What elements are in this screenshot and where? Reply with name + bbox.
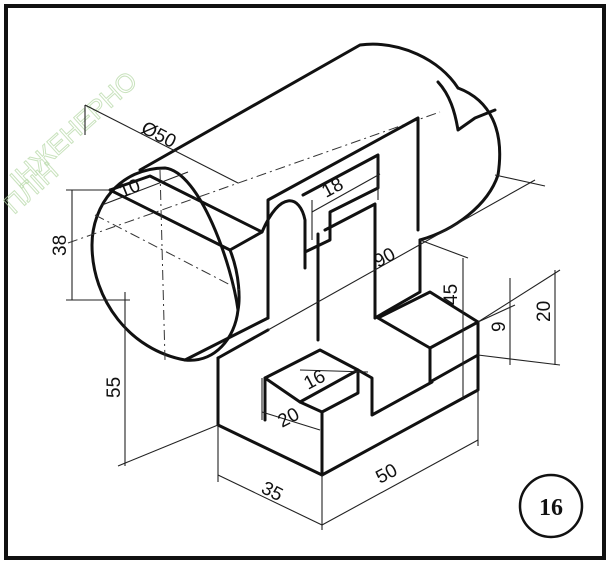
cylinder-slot-edge (228, 248, 241, 312)
dim-d50: Ø50 (138, 118, 180, 153)
base-block (216, 290, 480, 477)
dim-line-d16 (299, 369, 369, 373)
dim-d35: 35 (258, 478, 286, 506)
sheet-frame (4, 4, 606, 560)
dim-line-d20-bottom (261, 411, 321, 431)
dim-line-d90 (267, 179, 536, 331)
sheet-number: 16 (539, 495, 563, 521)
dim-line-d50 (84, 104, 239, 184)
cylinder-axis (67, 111, 441, 244)
base-right-step (428, 346, 480, 384)
upright-wall (266, 116, 422, 342)
cylinder-bottom-silhouette (183, 316, 270, 362)
dim-d18: 18 (318, 174, 347, 202)
dim-d20-bottom: 20 (274, 404, 303, 432)
cylinder-back-slot (436, 80, 497, 132)
base-left-front (298, 400, 324, 477)
cylinder-centerline-v (159, 169, 166, 361)
dim-d38: 38 (50, 235, 71, 256)
dim-d20-right: 20 (534, 301, 555, 322)
dimension-labels: Ø50 10 38 55 18 90 45 9 20 16 20 35 50 (50, 118, 555, 506)
dim-d45: 45 (441, 284, 462, 305)
dim-line-d10 (101, 171, 189, 206)
cylinder-centerline-h (94, 214, 241, 291)
dim-line-d50-bottom (321, 439, 479, 526)
dim-line-d18 (311, 173, 381, 213)
dim-line-d35 (217, 474, 323, 526)
base-back-edge (216, 328, 270, 360)
wall-slot-back (323, 202, 377, 320)
cylinder-front-face (90, 166, 240, 362)
cylinder-top-silhouette (138, 42, 460, 172)
wall-top-notch (301, 153, 380, 254)
cylinder-right-end (418, 86, 502, 242)
dim-d55: 55 (104, 377, 125, 398)
base-groove (320, 368, 434, 417)
dim-d9: 9 (489, 321, 510, 332)
sheet-number-badge: 16 (518, 473, 584, 539)
dimension-lines (66, 104, 561, 530)
wall-slot-right (373, 238, 422, 320)
wall-outline (266, 116, 420, 320)
